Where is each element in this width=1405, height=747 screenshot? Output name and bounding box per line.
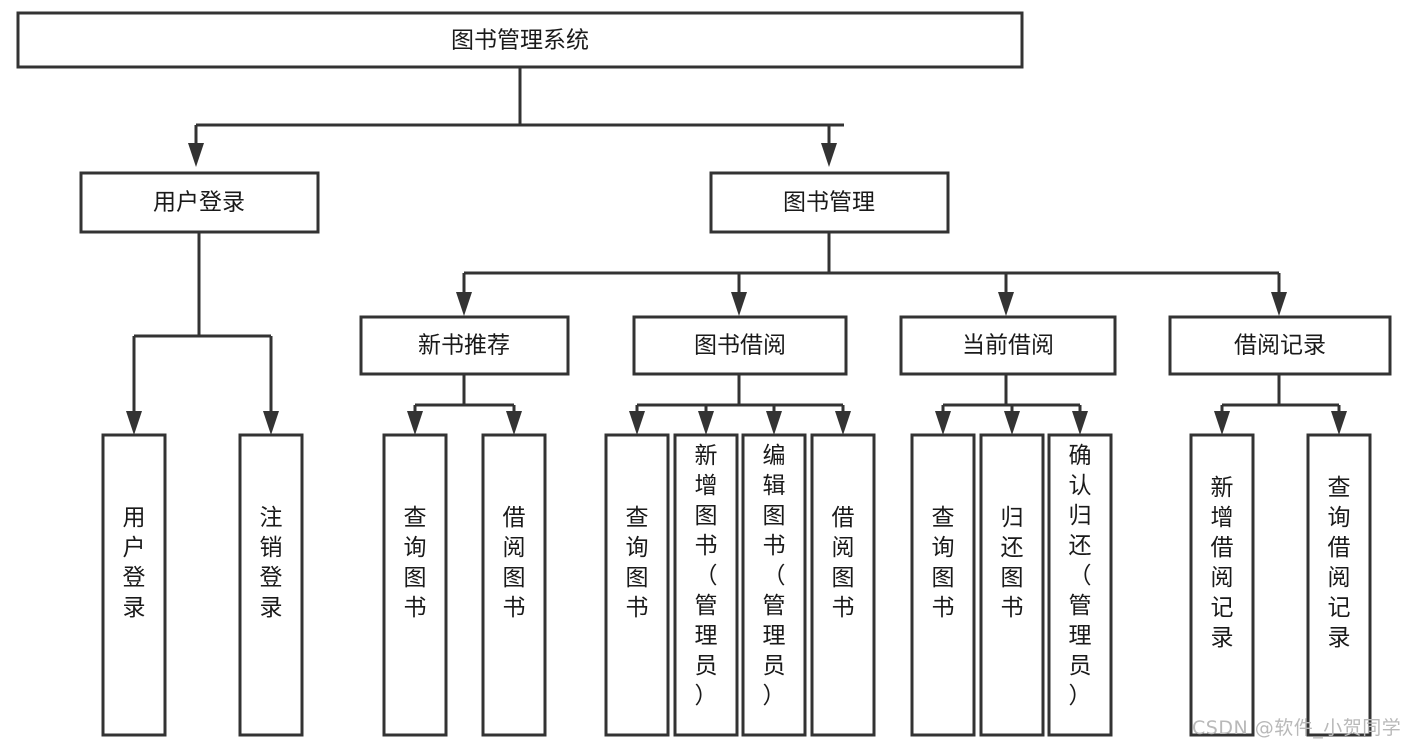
connector-record-to-leaves [1214,375,1347,435]
node-leaf-user-login[interactable]: 用户登录 [101,433,167,737]
node-leaf-return-book-label: 归还图书 [1001,505,1024,621]
node-leaf-return-book[interactable]: 归还图书 [979,433,1045,737]
connector-borrow-to-leaves [629,375,851,435]
node-current-borrow-label: 当前借阅 [962,333,1054,359]
node-leaf-borrow-book-a-label: 借阅图书 [503,505,526,621]
node-borrow-record[interactable]: 借阅记录 [1168,315,1392,376]
node-leaf-confirm-return[interactable]: 确认归还（管理员） [1047,433,1113,737]
csdn-watermark: CSDN @软件_小贺同学 [1192,717,1402,739]
connector-current-to-leaves [935,375,1088,435]
node-leaf-query-record[interactable]: 查询借阅记录 [1306,433,1372,737]
connector-root-to-level2 [188,67,844,167]
node-leaf-borrow-book-b[interactable]: 借阅图书 [810,433,876,737]
node-leaf-query-book-c-label: 查询图书 [932,505,955,621]
node-leaf-borrow-book-a[interactable]: 借阅图书 [481,433,547,737]
node-borrow-record-label: 借阅记录 [1234,333,1326,359]
connector-userlogin-to-leaves [126,233,279,435]
node-leaf-query-book-b[interactable]: 查询图书 [604,433,670,737]
node-user-login-label: 用户登录 [153,190,245,216]
node-book-borrow-label: 图书借阅 [694,333,786,359]
node-leaf-query-record-label: 查询借阅记录 [1328,475,1351,651]
node-leaf-query-book-c[interactable]: 查询图书 [910,433,976,737]
node-leaf-logout[interactable]: 注销登录 [238,433,304,737]
node-root-label: 图书管理系统 [451,28,589,54]
connector-newbook-to-leaves [407,375,522,435]
node-leaf-edit-book-label: 编辑图书（管理员） [763,443,786,709]
node-user-login[interactable]: 用户登录 [79,171,320,234]
node-leaf-user-login-label: 用户登录 [123,505,146,621]
node-root[interactable]: 图书管理系统 [16,11,1024,69]
node-book-management[interactable]: 图书管理 [709,171,950,234]
node-leaf-borrow-book-b-label: 借阅图书 [832,505,855,621]
node-book-management-label: 图书管理 [783,190,875,216]
node-leaf-query-book-a[interactable]: 查询图书 [382,433,448,737]
node-leaf-query-book-a-label: 查询图书 [404,505,427,621]
node-leaf-add-book[interactable]: 新增图书（管理员） [673,433,739,737]
node-new-book-recommend-label: 新书推荐 [418,333,510,359]
node-leaf-logout-label: 注销登录 [260,505,283,621]
node-leaf-query-book-b-label: 查询图书 [626,505,649,621]
node-leaf-add-book-label: 新增图书（管理员） [695,443,718,709]
node-leaf-add-record-label: 新增借阅记录 [1211,475,1234,651]
node-leaf-edit-book[interactable]: 编辑图书（管理员） [741,433,807,737]
node-current-borrow[interactable]: 当前借阅 [899,315,1117,376]
node-new-book-recommend[interactable]: 新书推荐 [359,315,570,376]
node-book-borrow[interactable]: 图书借阅 [632,315,848,376]
connector-bookmgmt-to-level3 [456,233,1287,316]
node-leaf-add-record[interactable]: 新增借阅记录 [1189,433,1255,737]
node-leaf-confirm-return-label: 确认归还（管理员） [1069,443,1092,709]
